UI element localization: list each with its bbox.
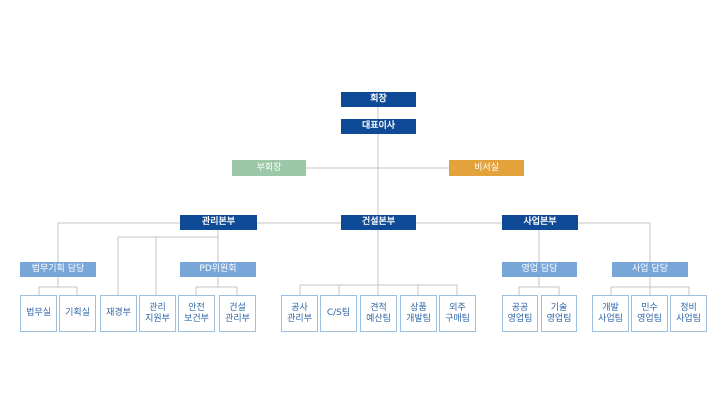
ceo-box: 대표이사 — [341, 119, 416, 134]
cs-team-box: C/S팀 — [320, 295, 357, 332]
safety-health-team-box: 안전 보건부 — [178, 295, 215, 332]
vice-chairman-box: 부회장 — [232, 160, 306, 176]
planning-team-box: 기획실 — [59, 295, 96, 332]
dev-business-team-box: 개발 사업팀 — [592, 295, 629, 332]
finance-team-box: 재경부 — [100, 295, 137, 332]
maintenance-business-team-box: 정비 사업팀 — [670, 295, 707, 332]
construction-division-box: 건설본부 — [341, 215, 416, 230]
chairman-box: 회장 — [341, 92, 416, 107]
private-sales-team-box: 민수 영업팀 — [631, 295, 668, 332]
works-mgmt-team-box: 공사 관리부 — [281, 295, 318, 332]
public-sales-team-box: 공공 영업팀 — [502, 295, 538, 332]
management-division-box: 관리본부 — [180, 215, 257, 230]
secretary-box: 비서실 — [449, 160, 524, 176]
business-group-box: 사업 담당 — [612, 262, 688, 277]
legal-team-box: 법무실 — [20, 295, 57, 332]
legal-planning-group-box: 법무기획 담당 — [20, 262, 96, 277]
outsourcing-team-box: 외주 구매팀 — [439, 295, 476, 332]
construction-mgmt-team-box: 건설 관리부 — [219, 295, 256, 332]
tech-sales-team-box: 기술 영업팀 — [541, 295, 577, 332]
estimate-team-box: 견적 예산팀 — [360, 295, 397, 332]
product-dev-team-box: 상품 개발팀 — [400, 295, 437, 332]
pd-committee-group-box: PD위원회 — [180, 262, 256, 277]
business-division-box: 사업본부 — [502, 215, 578, 230]
admin-support-team-box: 관리 지원부 — [139, 295, 176, 332]
sales-group-box: 영업 담당 — [502, 262, 577, 277]
